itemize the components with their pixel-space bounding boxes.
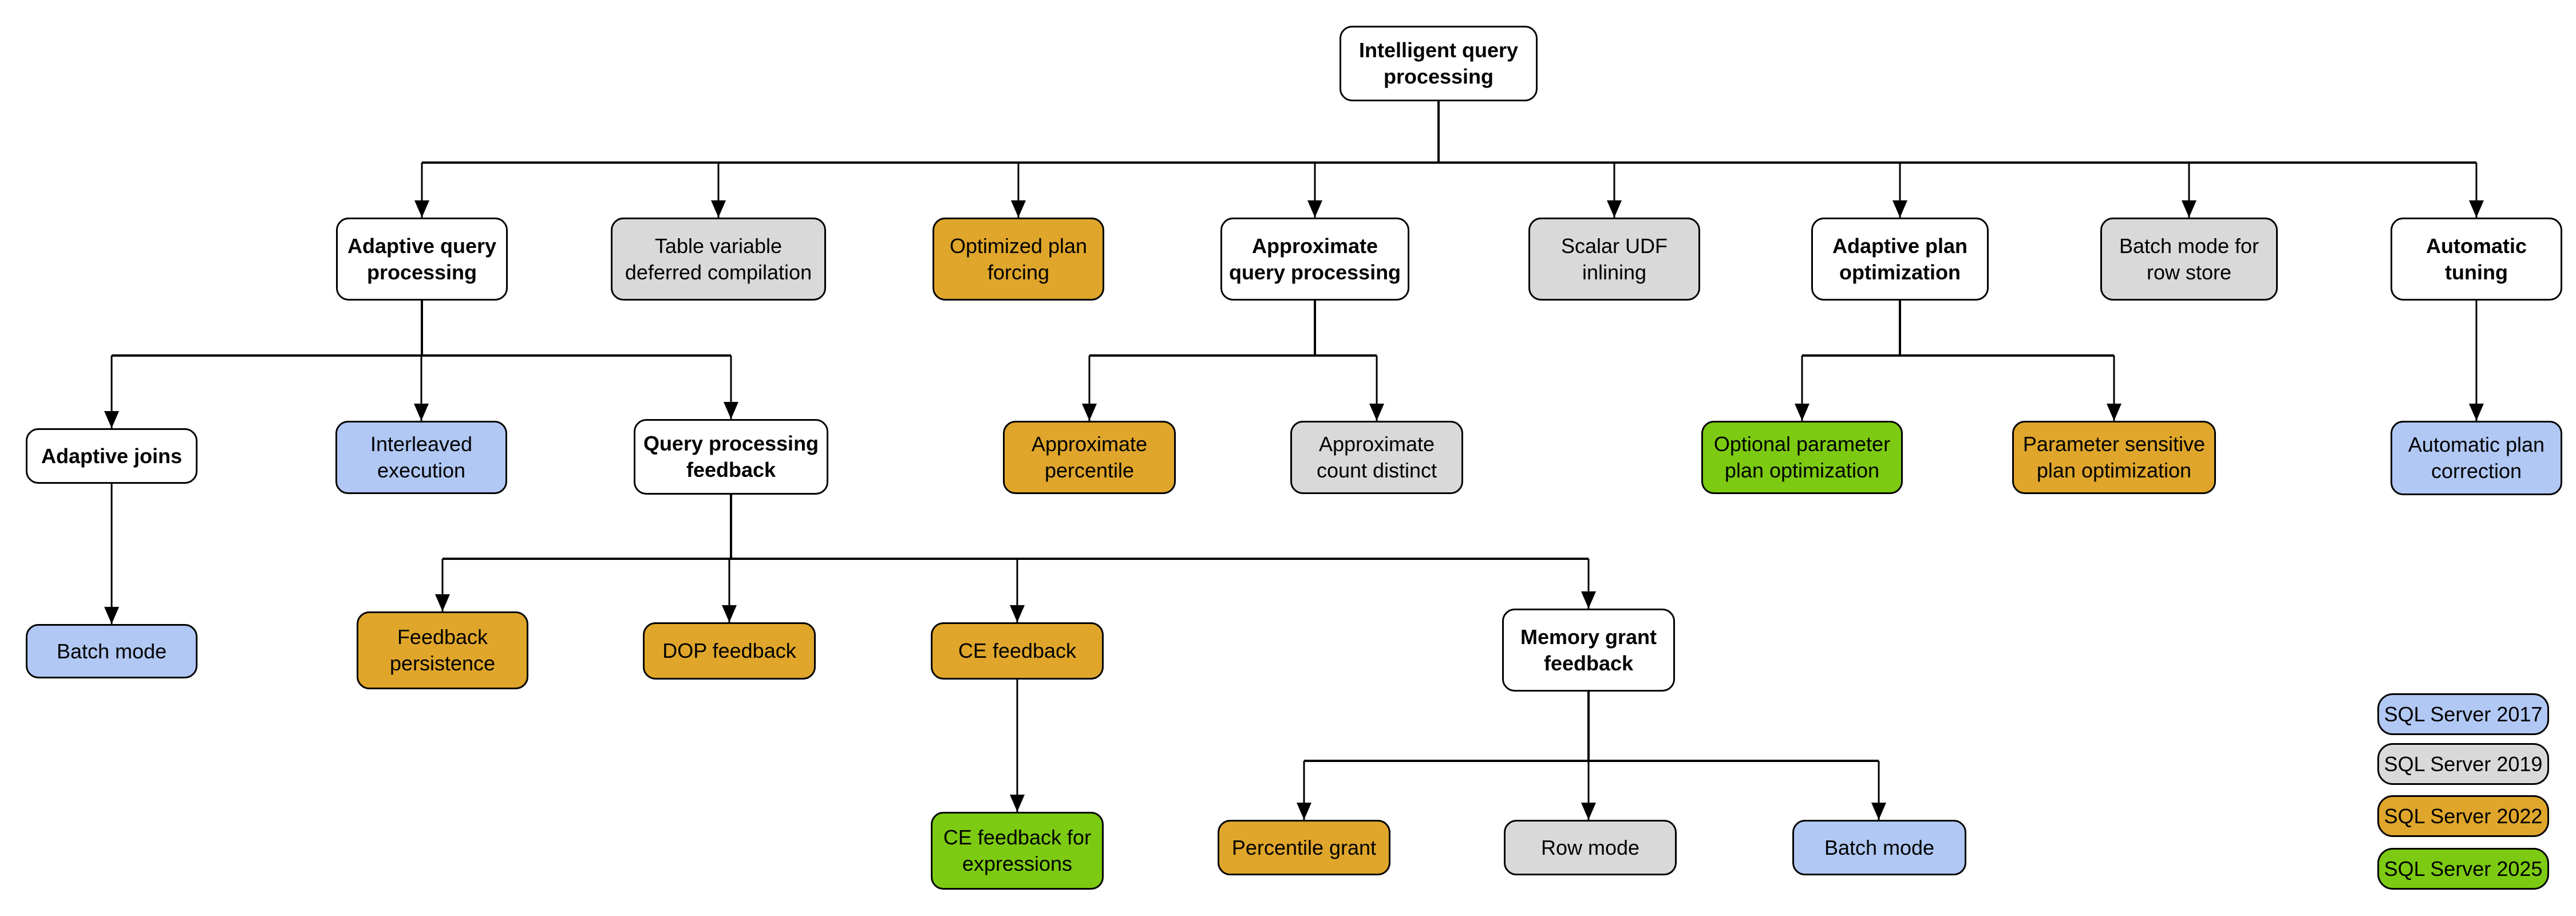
node-memory-grant-feedback: Memory grant feedback [1502,609,1675,692]
node-batch-mode-memory-grant: Batch mode [1792,820,1966,875]
edges-automatic-tuning [2469,301,2484,421]
edges-approximate-query-processing [1082,301,1384,421]
node-interleaved-execution: Interleaved execution [335,421,507,494]
node-optional-parameter-plan-optimization: Optional parameter plan optimization [1701,421,1903,494]
legend-sql-server-2019: SQL Server 2019 [2377,743,2549,785]
node-batch-mode-row-store: Batch mode for row store [2100,218,2278,301]
node-ce-feedback-for-expressions: CE feedback for expressions [931,812,1104,890]
edges-adaptive-plan-optimization [1795,301,2121,421]
node-adaptive-query-processing: Adaptive query processing [336,218,508,301]
edges-query-processing-feedback [435,495,1596,622]
node-automatic-tuning: Automatic tuning [2391,218,2562,301]
edges-memory-grant-feedback [1297,692,1886,820]
node-ce-feedback: CE feedback [931,622,1104,680]
node-row-mode: Row mode [1504,820,1677,875]
node-dop-feedback: DOP feedback [643,622,816,680]
legend-sql-server-2017: SQL Server 2017 [2377,693,2549,735]
edges-ce-feedback [1010,680,1025,812]
node-approximate-percentile: Approximate percentile [1003,421,1176,494]
legend-sql-server-2022: SQL Server 2022 [2377,795,2549,837]
node-adaptive-plan-optimization: Adaptive plan optimization [1811,218,1989,301]
node-table-variable-deferred-compilation: Table variable deferred compilation [611,218,826,301]
node-batch-mode-adaptive-joins: Batch mode [26,624,197,678]
edges-adaptive-query-processing [104,301,738,428]
node-query-processing-feedback: Query processing feedback [634,419,828,495]
node-scalar-udf-inlining: Scalar UDF inlining [1528,218,1700,301]
node-automatic-plan-correction: Automatic plan correction [2391,421,2562,495]
edges-root [414,101,2484,218]
node-approximate-count-distinct: Approximate count distinct [1290,421,1463,494]
node-approximate-query-processing: Approximate query processing [1220,218,1409,301]
node-intelligent-query-processing: Intelligent query processing [1340,26,1538,101]
legend-sql-server-2025: SQL Server 2025 [2377,848,2549,890]
edges-adaptive-joins [104,484,119,624]
node-feedback-persistence: Feedback persistence [357,611,528,689]
node-adaptive-joins: Adaptive joins [26,428,197,484]
node-parameter-sensitive-plan-optimization: Parameter sensitive plan optimization [2012,421,2216,494]
node-optimized-plan-forcing: Optimized plan forcing [933,218,1104,301]
node-percentile-grant: Percentile grant [1218,820,1390,875]
